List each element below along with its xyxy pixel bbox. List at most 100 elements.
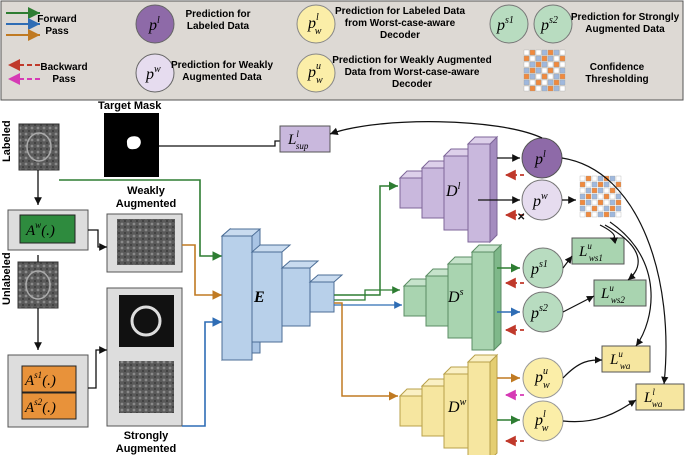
threshold-cell <box>553 85 560 92</box>
labeled-mri-detail <box>26 132 52 162</box>
legend-ps2-circle <box>533 4 573 44</box>
arrow-threshold-to-wa-u <box>609 221 652 347</box>
decoder-strong <box>402 243 503 352</box>
threshold-cell <box>615 205 622 212</box>
labeled-label: Labeled <box>1 120 13 162</box>
threshold-cell <box>597 181 604 188</box>
threshold-cell <box>579 205 586 212</box>
threshold-cell <box>579 187 586 194</box>
threshold-cell <box>535 49 542 56</box>
threshold-cell <box>529 49 536 56</box>
threshold-cell <box>591 211 598 218</box>
threshold-cell <box>591 187 598 194</box>
threshold-cell <box>579 199 586 206</box>
threshold-cell <box>591 199 598 206</box>
strong-aug-s1-operator: As1(.) <box>24 370 56 389</box>
threshold-cell <box>523 67 530 74</box>
decoder-block-side <box>493 243 502 352</box>
threshold-cell <box>535 67 542 74</box>
threshold-cell <box>553 73 560 80</box>
threshold-cell <box>609 199 616 206</box>
threshold-cell <box>585 199 592 206</box>
loss-wa-u-box <box>601 345 651 373</box>
threshold-cell <box>585 181 592 188</box>
encoder-block-3 <box>281 267 311 327</box>
pred-pwu-circle <box>522 357 564 399</box>
decoder-labeled <box>398 135 499 244</box>
threshold-cell <box>609 175 616 182</box>
threshold-cell <box>523 61 530 68</box>
threshold-cell <box>541 67 548 74</box>
threshold-cell <box>591 193 598 200</box>
threshold-cell <box>529 73 536 80</box>
arrow-threshold-to-ws1 <box>599 224 619 245</box>
threshold-cell <box>559 61 566 68</box>
threshold-cell <box>547 55 554 62</box>
threshold-cell <box>529 85 536 92</box>
threshold-cell <box>547 85 554 92</box>
pred-ps1: ps1 <box>530 259 548 278</box>
arrow-pwu-to-wa-u <box>562 356 603 379</box>
decoder-worst-label: Dw <box>447 397 467 416</box>
target-mask-blob <box>126 136 141 150</box>
threshold-cell <box>597 199 604 206</box>
strong-aug-s1-box <box>21 365 77 393</box>
threshold-cell <box>535 55 542 62</box>
threshold-cell <box>529 67 536 74</box>
threshold-cell <box>603 181 610 188</box>
threshold-cell <box>603 205 610 212</box>
threshold-cell <box>615 211 622 218</box>
threshold-cell <box>585 205 592 212</box>
threshold-cell <box>597 187 604 194</box>
decoder-block-3 <box>443 373 471 449</box>
threshold-cell <box>585 187 592 194</box>
threshold-cell <box>553 79 560 86</box>
threshold-cell <box>585 175 592 182</box>
strongly-augmented-image-2 <box>119 361 174 413</box>
legend-pl-symbol: pl <box>148 15 160 34</box>
decoder-block-4 <box>467 361 491 455</box>
threshold-cell <box>553 55 560 62</box>
threshold-cell <box>585 211 592 218</box>
target-mask-label: Target Mask <box>98 100 162 112</box>
loss-ws2-box <box>593 279 647 307</box>
threshold-cell <box>615 193 622 200</box>
threshold-cell <box>609 193 616 200</box>
threshold-cell <box>591 181 598 188</box>
threshold-cell <box>559 67 566 74</box>
decoder-block-1 <box>399 395 425 427</box>
threshold-cell <box>559 73 566 80</box>
legend-ps1-symbol: ps1 <box>496 15 514 34</box>
decoder-labeled-label: Dl <box>445 181 461 200</box>
decoder-block-3 <box>443 155 471 231</box>
decoder-block-1 <box>399 177 425 209</box>
threshold-cell <box>597 211 604 218</box>
threshold-cell <box>579 193 586 200</box>
threshold-cell <box>591 175 598 182</box>
encoder-block-1 <box>221 235 253 361</box>
decoder-strong-label: Ds <box>447 287 464 306</box>
stop-gradient-icon: ✕ <box>517 212 525 223</box>
threshold-cell <box>541 85 548 92</box>
forward-enc-to-ds-green <box>334 286 400 301</box>
threshold-cell <box>529 61 536 68</box>
threshold-cell <box>559 49 566 56</box>
threshold-cell <box>615 199 622 206</box>
legend-ps2-symbol: ps2 <box>540 15 558 34</box>
threshold-cell <box>547 67 554 74</box>
pred-pl: pl <box>534 149 546 168</box>
encoder-label: E <box>253 289 265 306</box>
decoder-block-4 <box>467 143 491 243</box>
threshold-cell <box>523 55 530 62</box>
threshold-cell <box>553 61 560 68</box>
